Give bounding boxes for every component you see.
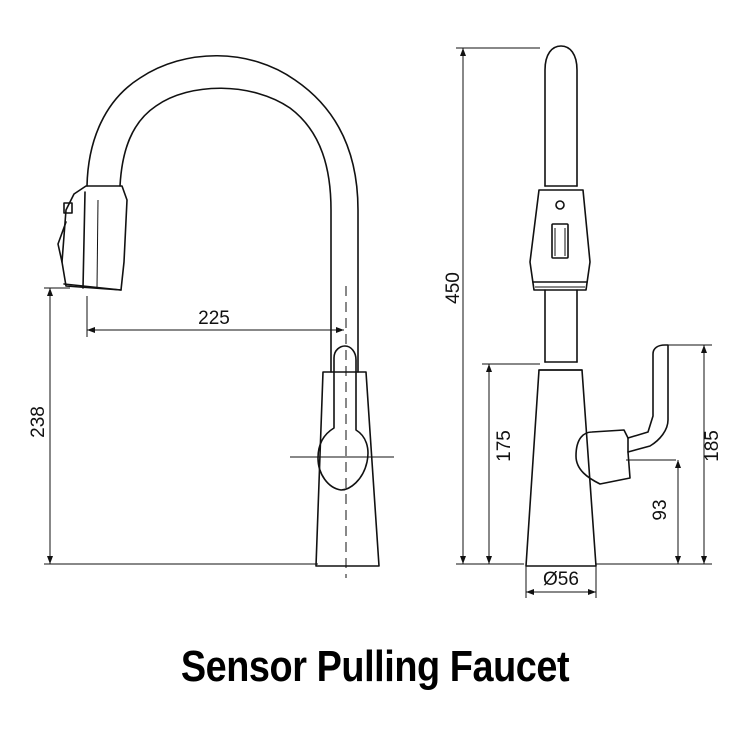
front-view: 450 175 185 93 <box>443 45 723 598</box>
gooseneck-spout <box>86 54 359 373</box>
diagram-title: Sensor Pulling Faucet <box>180 642 570 691</box>
front-spout-top <box>544 45 578 187</box>
faucet-body <box>315 371 380 567</box>
handle-side <box>317 345 369 491</box>
spray-head <box>57 185 128 291</box>
body-height-label: 175 <box>494 430 515 462</box>
handle-height-label: 185 <box>702 430 723 462</box>
dim-total-height: 450 <box>443 47 540 565</box>
front-body <box>525 369 597 567</box>
gooseneck-spout-inner <box>119 87 332 373</box>
dim-spout-reach: 225 <box>86 296 344 337</box>
side-view: 225 238 <box>28 54 394 578</box>
dim-handle-height: 185 <box>596 344 723 565</box>
dim-spout-outlet-height: 238 <box>28 287 318 565</box>
spout-outlet-height-label: 238 <box>28 406 49 438</box>
dim-handle-axis-height: 93 <box>650 460 681 564</box>
front-spray-head <box>529 189 591 291</box>
sensor-icon <box>555 200 565 210</box>
spout-reach-label: 225 <box>198 308 230 329</box>
dim-base-diameter: Ø56 <box>525 566 597 598</box>
total-height-label: 450 <box>443 272 464 304</box>
sensor-window <box>551 223 569 259</box>
handle-axis-height-label: 93 <box>650 499 671 520</box>
dim-body-height: 175 <box>482 363 540 564</box>
base-diameter-label: Ø56 <box>543 569 579 590</box>
front-handle <box>575 344 669 485</box>
